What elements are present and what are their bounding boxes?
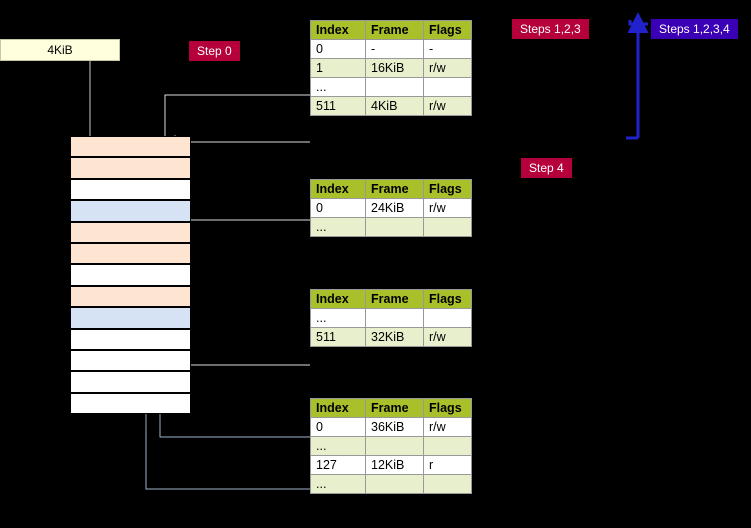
cell-frame: 12KiB [365,455,424,475]
cell-frame: 4KiB [365,96,424,116]
cell-frame: 24KiB [365,198,424,218]
memory-size-box: 4KiB [0,39,120,61]
column-header-frame: Frame [365,289,424,309]
cell-flags: - [423,39,472,59]
table-row: ... [310,436,472,456]
cell-flags: r/w [423,327,472,347]
memory-frame-row [70,200,191,222]
step-label-4: Step 4 [521,158,572,178]
cell-frame [365,436,424,456]
cell-flags: r/w [423,96,472,116]
table-row: ... [310,308,472,328]
step-label-123: Steps 1,2,3 [512,19,589,39]
memory-frame-row [70,264,191,286]
cell-flags [423,436,472,456]
cell-index: 0 [310,39,366,59]
cell-frame [365,308,424,328]
cell-index: 511 [310,327,366,347]
cell-flags [423,77,472,97]
cell-index: 127 [310,455,366,475]
column-header-index: Index [310,289,366,309]
column-header-frame: Frame [365,179,424,199]
cell-flags [423,217,472,237]
cell-frame [365,217,424,237]
memory-frame-row [70,392,191,415]
cell-flags: r [423,455,472,475]
memory-frame-row [70,157,191,179]
cell-frame: - [365,39,424,59]
cell-index: 0 [310,198,366,218]
cell-frame: 32KiB [365,327,424,347]
table-row: ... [310,217,472,237]
table-row: ... [310,77,472,97]
cell-index: ... [310,436,366,456]
cell-index: ... [310,217,366,237]
cell-index: ... [310,474,366,494]
memory-frame-row [70,371,191,393]
table-row: ... [310,474,472,494]
column-header-index: Index [310,398,366,418]
column-header-index: Index [310,20,366,40]
cell-index: 0 [310,417,366,437]
cell-flags: r/w [423,417,472,437]
cell-index: 1 [310,58,366,78]
cell-flags: r/w [423,58,472,78]
memory-frame-row [70,178,191,201]
column-header-flags: Flags [423,398,472,418]
memory-frame-row [70,328,191,350]
cell-frame [365,77,424,97]
memory-frame-row [70,285,191,308]
memory-frame-row [70,243,191,265]
cell-index: ... [310,308,366,328]
cell-index: ... [310,77,366,97]
column-header-frame: Frame [365,20,424,40]
table-row: 0-- [310,39,472,59]
physical-memory-column [70,136,191,415]
memory-frame-row [70,136,191,158]
memory-frame-row [70,221,191,243]
cell-index: 511 [310,96,366,116]
column-header-frame: Frame [365,398,424,418]
memory-frame-row [70,307,191,329]
cell-frame: 16KiB [365,58,424,78]
column-header-flags: Flags [423,289,472,309]
step-label-0: Step 0 [189,41,240,61]
step-label-1234: Steps 1,2,3,4 [651,19,738,39]
column-header-index: Index [310,179,366,199]
column-header-flags: Flags [423,20,472,40]
cell-flags [423,308,472,328]
cell-frame [365,474,424,494]
cell-frame: 36KiB [365,417,424,437]
cell-flags: r/w [423,198,472,218]
cell-flags [423,474,472,494]
memory-frame-row [70,350,191,372]
column-header-flags: Flags [423,179,472,199]
